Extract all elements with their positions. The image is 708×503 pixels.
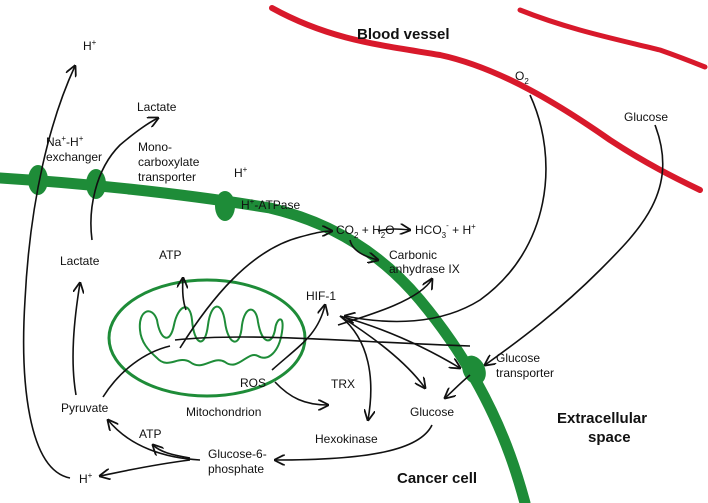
arrow-g6p-pyruvate [108,420,201,461]
blood-vessel-2 [517,7,708,70]
label-atp-upper: ATP [159,248,181,262]
arrow-co2-hco3 [377,229,410,231]
label-h-atpase: H+-ATPase [241,197,300,212]
label-h-plus-bottom: H+ [79,471,93,486]
label-co2-h2o: CO2 + H2O [336,223,395,240]
arrow-h-out [22,66,75,479]
arrow-g6p-h [100,459,191,476]
arrow-mito-atp [183,278,186,311]
h-atpase-shape [215,191,235,221]
label-mct-1: Mono- [138,140,172,154]
arrow-mito-co2 [179,231,332,349]
mct-shape [86,169,106,199]
label-blood-vessel: Blood vessel [357,26,450,43]
label-carbonic-anhydrase-1: Carbonic [389,248,437,262]
arrow-glucose-g6p [275,424,433,460]
label-h-plus-top: H+ [83,38,97,53]
label-mitochondrion: Mitochondrion [186,405,261,419]
arrow-hif-glucose [339,315,425,388]
blood-vessel-1 [269,5,703,193]
arrow-pyruvate-lactate [72,283,80,396]
label-extracellular-2: space [588,429,631,446]
label-na-h-exchanger-2: exchanger [46,150,102,164]
label-glucose-transporter-2: transporter [496,366,554,380]
label-trx: TRX [331,377,355,391]
label-lactate-in: Lactate [60,254,100,268]
arrow-ros-hif [271,305,325,371]
label-o2: O2 [515,69,529,86]
label-hif1: HIF-1 [306,289,336,303]
arrow-lactate-out [90,118,158,241]
label-ros: ROS [240,376,266,390]
label-na-h-exchanger-1: Na+-H+ [46,134,84,149]
arrow-mito-hif [174,336,471,347]
arrow-hif-hexokinase [339,315,371,420]
label-glucose-outside: Glucose [624,110,668,124]
na-h-exchanger-shape [28,165,48,195]
label-glucose-transporter-1: Glucose [496,351,540,365]
arrow-g6p-atp [153,445,191,459]
mitochondrion-cristae [138,305,284,367]
arrow-hif-glut [339,315,460,368]
label-cancer-cell: Cancer cell [397,470,477,487]
label-hexokinase: Hexokinase [315,432,378,446]
label-lactate-out: Lactate [137,100,177,114]
label-mct-2: carboxylate [138,155,200,169]
label-glucose-inside: Glucose [410,405,454,419]
arrow-o2 [345,94,547,321]
arrow-glucose-outside [485,124,664,365]
arrow-ros-trx [274,381,328,405]
label-pyruvate: Pyruvate [61,401,109,415]
label-g6p-1: Glucose-6- [208,447,267,461]
label-carbonic-anhydrase-2: anhydrase IX [389,262,460,276]
arrow-glut-glucose [445,374,471,398]
label-g6p-2: phosphate [208,462,264,476]
label-mct-3: transporter [138,170,196,184]
arrow-pyruvate-mito [102,345,171,398]
label-hco3-h: HCO3- + H+ [415,221,476,240]
label-h-plus-atpase-top: H+ [234,165,248,180]
label-atp-lower: ATP [139,427,161,441]
cell-membrane [0,172,531,503]
label-extracellular-1: Extracellular [557,410,647,427]
arrow-co2-ca [349,239,378,260]
